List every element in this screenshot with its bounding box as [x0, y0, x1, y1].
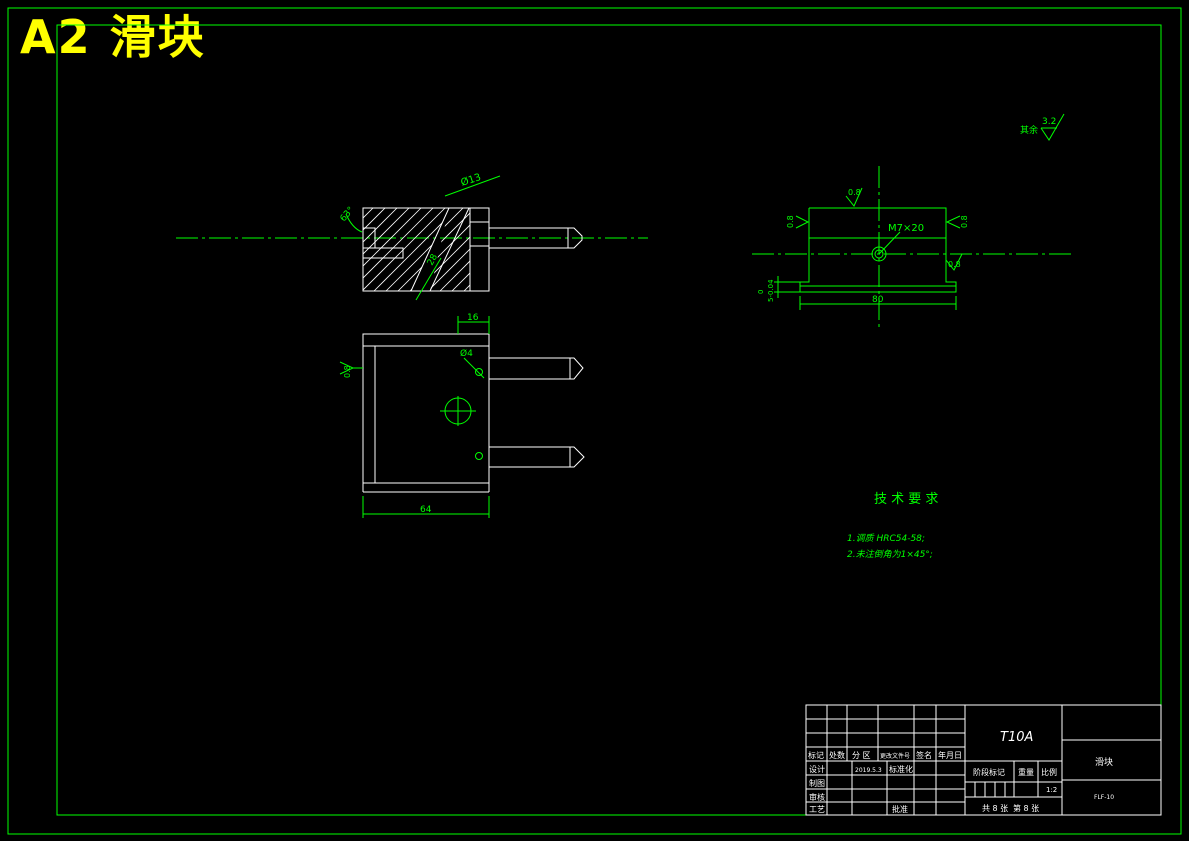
tb-process: 工艺 — [809, 805, 825, 814]
tb-material: T10A — [1000, 730, 1033, 745]
tech-item-2: 2.未注倒角为1×45°; — [847, 549, 933, 560]
tb-ratio: 比例 — [1041, 767, 1057, 777]
top-view: 16 Ø4 64 0.8 — [339, 313, 585, 518]
roughness-side-top: 0.8 — [848, 188, 861, 197]
tb-weight: 重量 — [1018, 767, 1034, 777]
general-roughness-value: 3.2 — [1042, 117, 1056, 127]
section-view: Ø13 63° 28 — [176, 171, 648, 301]
tb-drawing-no: FLF-10 — [1094, 794, 1114, 801]
tb-stage: 阶段标记 — [973, 767, 1005, 777]
tb-change-doc: 更改文件号 — [880, 752, 910, 760]
tb-count: 处数 — [829, 750, 845, 760]
dim-d4: Ø4 — [460, 348, 473, 359]
tb-design-date: 2019.5.3 — [855, 767, 882, 774]
dim-d13: Ø13 — [459, 171, 482, 189]
tb-sheets: 共 8 张 — [982, 804, 1008, 813]
dim-thread: M7×20 — [888, 223, 924, 234]
roughness-side-right: 0.8 — [960, 215, 969, 228]
title-block: T10A 滑块 FLF-10 1:2 标记 处数 分 区 更改文件号 签名 年月… — [805, 704, 1162, 816]
roughness-top-view: 0.8 — [343, 365, 352, 378]
dim-offset: 16 — [467, 313, 479, 323]
side-view: M7×20 0.8 0.8 0.8 0.8 80 0 5-0.04 — [752, 166, 1074, 328]
tb-date: 年月日 — [938, 750, 962, 760]
general-roughness: 其余 3.2 — [1020, 113, 1065, 141]
tb-design: 设计 — [809, 764, 825, 774]
tb-sheet-no: 第 8 张 — [1013, 803, 1039, 813]
dim-step-a: 0 — [757, 290, 765, 294]
dim-angle: 63° — [339, 205, 357, 224]
page-title: A2 滑块 — [20, 10, 206, 64]
tb-signature: 签名 — [916, 750, 932, 760]
outer-border — [7, 7, 1182, 835]
tb-check: 审核 — [809, 792, 825, 802]
tb-mark: 标记 — [808, 750, 824, 760]
tech-item-1: 1.调质 HRC54-58; — [847, 533, 925, 544]
tb-std: 标准化 — [889, 764, 913, 774]
tb-scale: 1:2 — [1046, 786, 1057, 794]
dim-length: 80 — [872, 295, 884, 305]
dim-d28: 28 — [426, 252, 440, 267]
roughness-side-right-low: 0.8 — [948, 260, 961, 269]
general-roughness-label: 其余 — [1020, 124, 1038, 136]
tech-heading: 技 术 要 求 — [874, 492, 938, 507]
roughness-side-left: 0.8 — [786, 215, 795, 228]
tb-part-name: 滑块 — [1095, 756, 1113, 768]
dim-width: 64 — [420, 505, 432, 515]
tb-draft: 制图 — [809, 778, 825, 788]
tb-approve: 批准 — [892, 804, 908, 814]
tech-requirements: 技 术 要 求 1.调质 HRC54-58; 2.未注倒角为1×45°; — [847, 492, 938, 560]
tb-zone: 分 区 — [852, 751, 871, 760]
inner-border — [56, 24, 1162, 816]
dim-step-b: 5-0.04 — [767, 279, 775, 302]
